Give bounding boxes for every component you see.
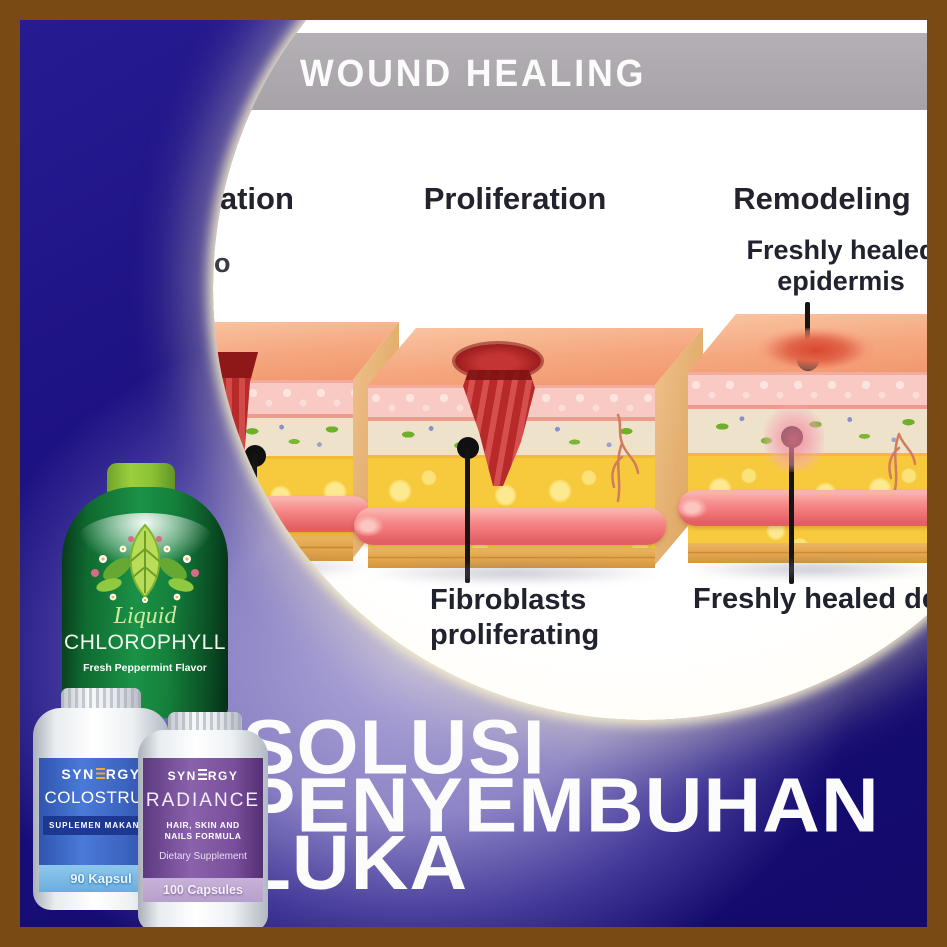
colostrum-name: COLOSTRUM xyxy=(44,788,158,807)
radiance-count-band: 100 Capsules xyxy=(143,878,263,902)
headline-line-1: SOLUSI xyxy=(242,704,546,791)
skin-block-proliferation xyxy=(354,328,703,583)
headline-text: SOLUSI PENYEMBUHAN LUKA xyxy=(242,704,880,906)
radiance-formula: HAIR, SKIN AND NAILS FORMULA xyxy=(164,820,242,841)
base-layer xyxy=(688,543,927,563)
stage-label-inflammation: Inflammation xyxy=(213,181,294,216)
headline-line-3: LUKA xyxy=(242,819,469,906)
pointer-line xyxy=(805,302,810,352)
epidermis-layer xyxy=(688,372,927,409)
muscle-cylinder xyxy=(354,507,666,545)
chlorophyll-title: CHLOROPHYLL xyxy=(64,631,226,654)
radiance-name: RADIANCE xyxy=(145,790,261,811)
block-shadow xyxy=(363,562,663,584)
label-freshly-healed-epidermis: Freshly healed epidermis xyxy=(746,235,927,296)
chlorophyll-flavor: Fresh Peppermint Flavor xyxy=(83,662,207,674)
wound-healing-diagram: WOUND HEALING Inflammation Proliferation… xyxy=(213,20,927,720)
synergy-e-icon xyxy=(197,769,207,780)
label-fibroblasts: Fibroblasts proliferating xyxy=(430,584,600,651)
product-liquid-chlorophyll: Liquid CHLOROPHYLL Fresh Peppermint Flav… xyxy=(62,463,228,718)
pointer-line xyxy=(465,448,470,583)
base-layer xyxy=(213,535,353,561)
pointer-line xyxy=(789,438,794,584)
diagram-header-bar: WOUND HEALING xyxy=(213,33,927,110)
pointer-line xyxy=(252,454,257,558)
base-layer xyxy=(368,548,655,568)
radiance-type: Dietary Supplement xyxy=(159,851,247,862)
stage-label-remodeling: Remodeling xyxy=(733,181,911,216)
healed-epidermis-spot xyxy=(758,328,874,372)
clipped-text-fragment: o xyxy=(214,248,231,278)
synergy-e-icon xyxy=(95,768,105,779)
stage-label-proliferation: Proliferation xyxy=(423,181,607,216)
colostrum-subtitle: SUPLEMEN MAKANAN xyxy=(43,816,159,835)
skin-block-remodeling xyxy=(678,302,927,584)
poster-canvas: WOUND HEALING Inflammation Proliferation… xyxy=(20,20,927,927)
healed-dermis-streak xyxy=(764,406,824,472)
muscle-cylinder xyxy=(678,490,927,526)
leaf-emblem-icon xyxy=(91,523,199,603)
chlorophyll-script-title: Liquid xyxy=(113,603,177,629)
headline-line-2: PENYEMBUHAN xyxy=(242,762,880,848)
label-freshly-healed-dermis: Freshly healed dermis xyxy=(693,583,927,615)
wound-healing-circle: WOUND HEALING Inflammation Proliferation… xyxy=(213,20,927,720)
skin-block-inflammation xyxy=(213,322,399,572)
block-shadow xyxy=(683,558,927,580)
block-shadow xyxy=(213,556,373,578)
diagram-title: WOUND HEALING xyxy=(300,53,647,95)
